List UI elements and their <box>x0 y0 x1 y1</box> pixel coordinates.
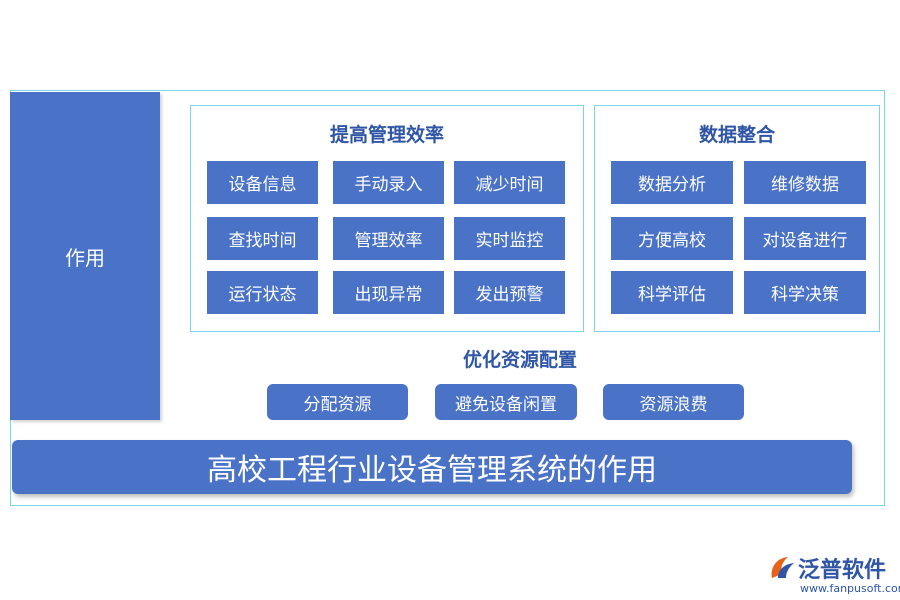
box-data-analysis: 数据分析 <box>611 161 733 204</box>
panel-improve-efficiency: 提高管理效率 设备信息 手动录入 减少时间 查找时间 管理效率 实时监控 运行状… <box>190 105 584 332</box>
box-convenient-university: 方便高校 <box>611 217 733 260</box>
panel-title-improve-efficiency: 提高管理效率 <box>329 124 444 146</box>
pill-resource-waste: 资源浪费 <box>603 384 744 420</box>
pill-avoid-idle-equipment: 避免设备闲置 <box>435 384 577 420</box>
section-title-resource: 优化资源配置 <box>462 349 577 371</box>
brand-logo: 泛普软件 www.fanpusoft.com <box>768 552 900 597</box>
box-search-time: 查找时间 <box>207 217 318 260</box>
pill-allocate-resources: 分配资源 <box>267 384 408 420</box>
panel-data-integration: 数据整合 数据分析 维修数据 方便高校 对设备进行 科学评估 科学决策 <box>594 105 880 332</box>
box-device-action: 对设备进行 <box>744 217 866 260</box>
box-scientific-evaluation: 科学评估 <box>611 271 733 314</box>
box-maintenance-data: 维修数据 <box>744 161 866 204</box>
box-management-efficiency: 管理效率 <box>333 217 444 260</box>
box-running-status: 运行状态 <box>207 271 318 314</box>
box-scientific-decision: 科学决策 <box>744 271 866 314</box>
panel-title-data-integration: 数据整合 <box>698 124 775 146</box>
brand-logo-icon <box>771 557 794 578</box>
box-anomaly: 出现异常 <box>333 271 444 314</box>
box-realtime-monitoring: 实时监控 <box>454 217 565 260</box>
side-label: 作用 <box>10 92 160 420</box>
box-manual-entry: 手动录入 <box>333 161 444 204</box>
box-issue-warning: 发出预警 <box>454 271 565 314</box>
box-device-info: 设备信息 <box>207 161 318 204</box>
brand-url: www.fanpusoft.com <box>800 582 900 595</box>
bottom-title-bar: 高校工程行业设备管理系统的作用 <box>12 440 852 494</box>
brand-name: 泛普软件 <box>798 558 887 583</box>
box-reduce-time: 减少时间 <box>454 161 565 204</box>
